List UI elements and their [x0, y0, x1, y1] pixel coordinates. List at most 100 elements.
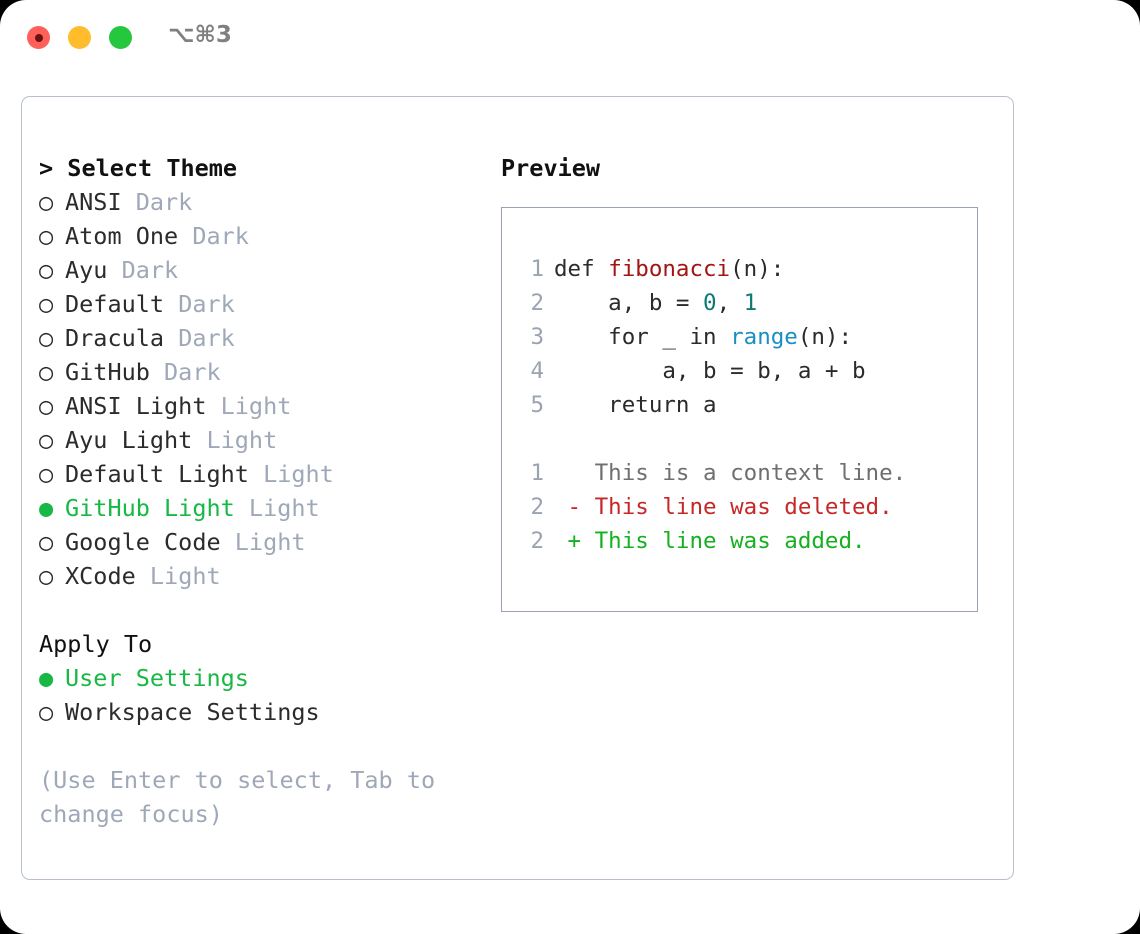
theme-list-item[interactable]: ○ Google Code Light	[39, 525, 499, 559]
theme-variant-badge: Dark	[164, 290, 235, 318]
radio-unselected-icon[interactable]: ○	[39, 392, 54, 420]
radio-unselected-icon[interactable]: ○	[39, 528, 54, 556]
line-number: 5	[530, 392, 544, 418]
theme-list-item[interactable]: ● GitHub Light Light	[39, 491, 499, 525]
theme-variant-badge: Light	[192, 426, 278, 454]
theme-name: XCode	[65, 562, 136, 590]
theme-list-item[interactable]: ○ GitHub Dark	[39, 355, 499, 389]
radio-unselected-icon[interactable]: ○	[39, 698, 54, 726]
radio-unselected-icon[interactable]: ○	[39, 324, 54, 352]
theme-list-item[interactable]: ○ Default Dark	[39, 287, 499, 321]
theme-list: ○ANSI Dark○Atom One Dark○Ayu Dark○Defaul…	[39, 185, 499, 593]
radio-unselected-icon[interactable]: ○	[39, 222, 54, 250]
theme-name: Dracula	[65, 324, 165, 352]
theme-variant-badge: Light	[206, 392, 292, 420]
theme-name: Google Code	[65, 528, 221, 556]
theme-variant-badge: Light	[248, 460, 334, 488]
theme-name: GitHub Light	[65, 494, 235, 522]
theme-variant-badge: Light	[234, 494, 320, 522]
code-token: return a	[554, 392, 717, 418]
diff-text: This is a context line.	[554, 460, 907, 486]
theme-name: GitHub	[65, 358, 150, 386]
line-number: 1	[530, 256, 544, 282]
theme-selector-column: > Select Theme ○ANSI Dark○Atom One Dark○…	[39, 151, 499, 831]
title-bar: ⌥⌘3	[0, 0, 1140, 78]
line-number: 2	[530, 494, 544, 520]
line-number: 2	[530, 290, 544, 316]
line-number: 3	[530, 324, 544, 350]
radio-unselected-icon[interactable]: ○	[39, 562, 54, 590]
theme-variant-badge: Dark	[164, 324, 235, 352]
radio-unselected-icon[interactable]: ○	[39, 426, 54, 454]
code-token: a, b =	[554, 290, 704, 316]
theme-name: Ayu Light	[65, 426, 193, 454]
code-token: 0	[703, 290, 717, 316]
code-line: 1 def fibonacci(n):	[520, 252, 977, 286]
apply-to-option[interactable]: ● User Settings	[39, 661, 499, 695]
diff-line: 1 This is a context line.	[520, 456, 977, 490]
line-number: 4	[530, 358, 544, 384]
diff-text: + This line was added.	[554, 528, 866, 554]
theme-variant-badge: Dark	[149, 358, 221, 386]
apply-to-label: User Settings	[65, 664, 249, 692]
radio-unselected-icon[interactable]: ○	[39, 188, 54, 216]
maximize-button[interactable]	[109, 26, 132, 49]
diff-line: 2 - This line was deleted.	[520, 490, 977, 524]
theme-list-heading: > Select Theme	[39, 154, 238, 182]
theme-list-item[interactable]: ○ ANSI Dark	[39, 185, 499, 219]
code-token: def	[554, 256, 609, 282]
apply-to-label: Workspace Settings	[65, 698, 320, 726]
diff-text: - This line was deleted.	[554, 494, 893, 520]
code-line: 5 return a	[520, 388, 977, 422]
minimize-button[interactable]	[68, 26, 91, 49]
theme-variant-badge: Dark	[121, 188, 193, 216]
theme-name: Atom One	[65, 222, 179, 250]
theme-variant-badge: Dark	[107, 256, 179, 284]
main-panel: > Select Theme ○ANSI Dark○Atom One Dark○…	[21, 96, 1014, 880]
radio-unselected-icon[interactable]: ○	[39, 256, 54, 284]
theme-name: ANSI Light	[65, 392, 207, 420]
radio-selected-icon[interactable]: ●	[39, 664, 54, 692]
theme-list-item[interactable]: ○ Dracula Dark	[39, 321, 499, 355]
apply-to-option[interactable]: ○ Workspace Settings	[39, 695, 499, 729]
diff-preview: 1 This is a context line.2 - This line w…	[520, 456, 977, 558]
code-token: (n):	[730, 256, 785, 282]
theme-list-item[interactable]: ○Atom One Dark	[39, 219, 499, 253]
theme-name: Default Light	[65, 460, 249, 488]
code-token: (n):	[797, 324, 853, 350]
close-button[interactable]	[27, 26, 50, 49]
radio-unselected-icon[interactable]: ○	[39, 290, 54, 318]
theme-variant-badge: Light	[135, 562, 221, 590]
code-token: ,	[716, 290, 744, 316]
code-token: for _ in	[554, 324, 731, 350]
code-line: 4 a, b = b, a + b	[520, 354, 977, 388]
theme-list-item[interactable]: ○Ayu Dark	[39, 253, 499, 287]
theme-name: ANSI	[65, 188, 122, 216]
theme-list-item[interactable]: ○ XCode Light	[39, 559, 499, 593]
line-number: 2	[530, 528, 544, 554]
code-token: a, b = b, a + b	[554, 358, 866, 384]
code-line: 3 for _ in range(n):	[520, 320, 977, 354]
theme-variant-badge: Light	[220, 528, 306, 556]
theme-list-item[interactable]: ○ ANSI Light Light	[39, 389, 499, 423]
radio-selected-icon[interactable]: ●	[39, 494, 54, 522]
keyboard-shortcut-label: ⌥⌘3	[168, 22, 232, 48]
line-number: 1	[530, 460, 544, 486]
code-line: 2 a, b = 0, 1	[520, 286, 977, 320]
theme-name: Default	[65, 290, 165, 318]
code-token: range	[730, 324, 798, 350]
window-controls	[27, 26, 132, 49]
apply-to-heading: Apply To	[39, 630, 153, 658]
theme-list-item[interactable]: ○ Ayu Light Light	[39, 423, 499, 457]
spacer	[39, 593, 499, 627]
apply-to-list: ● User Settings ○ Workspace Settings	[39, 661, 499, 729]
theme-list-item[interactable]: ○ Default Light Light	[39, 457, 499, 491]
code-token: fibonacci	[608, 256, 731, 282]
spacer	[520, 422, 977, 456]
radio-unselected-icon[interactable]: ○	[39, 460, 54, 488]
radio-unselected-icon[interactable]: ○	[39, 358, 54, 386]
keyboard-hint-text: (Use Enter to select, Tab to change focu…	[39, 766, 436, 828]
